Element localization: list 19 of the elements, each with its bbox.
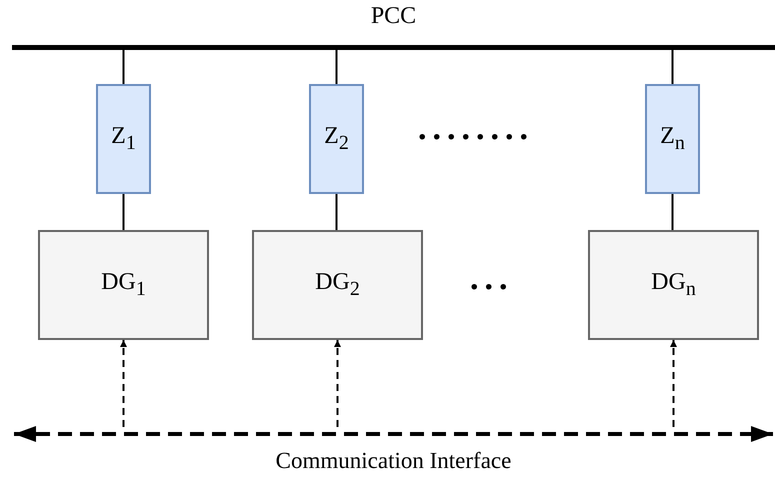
bus-label: PCC	[370, 4, 416, 28]
generator-box: DG$_{1}$	[38, 230, 209, 340]
connector-line	[336, 194, 338, 230]
arrow	[670, 340, 677, 427]
connector-line	[336, 50, 338, 84]
connector-line	[672, 50, 674, 84]
connector-line	[672, 194, 674, 230]
connector-line	[122, 194, 124, 230]
arrow	[334, 340, 341, 427]
generator-box: DG$_{2}$	[252, 230, 423, 340]
bus-label: Communication Interface	[276, 449, 512, 472]
impedance-box: Z$_{2}$	[309, 84, 364, 194]
ellipsis-dots: ........	[418, 112, 534, 146]
impedance-box: Z$_{1}$	[96, 84, 151, 194]
impedance-box: Z$_{n}$	[645, 84, 700, 194]
connector-line	[122, 50, 124, 84]
ellipsis-dots: ...	[470, 262, 514, 296]
arrow	[120, 340, 127, 427]
generator-box: DG$_{n}$	[588, 230, 759, 340]
